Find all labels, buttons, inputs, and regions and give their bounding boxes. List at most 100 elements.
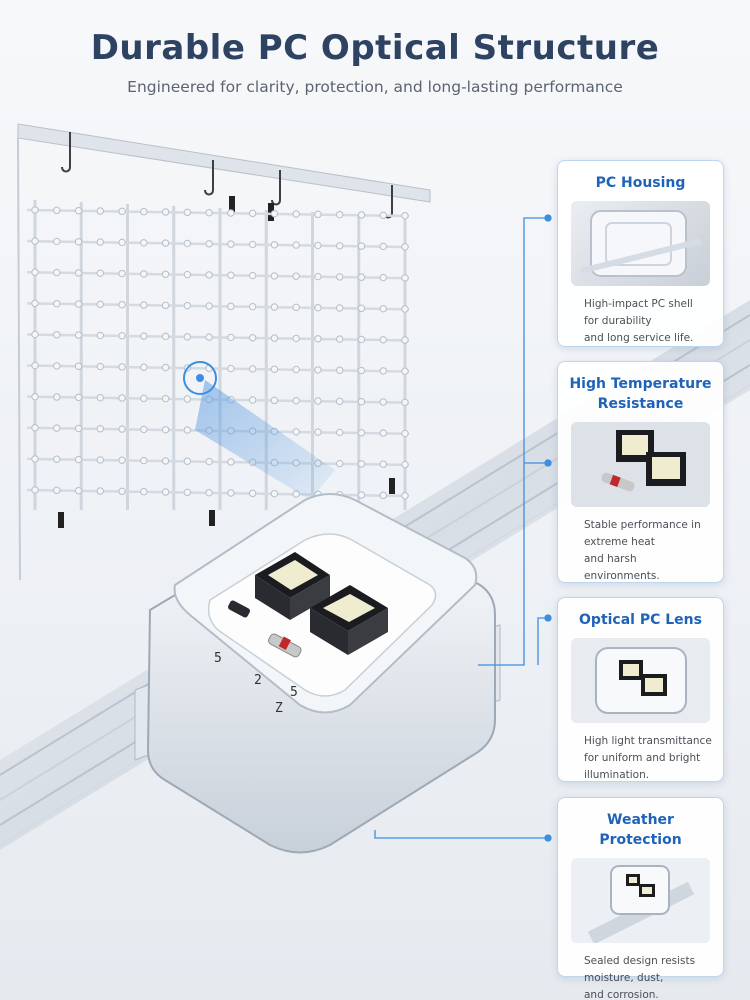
grid-led-node xyxy=(248,489,257,498)
grid-led-node xyxy=(183,426,192,434)
grid-led-node xyxy=(292,210,300,218)
grid-led-node xyxy=(96,393,104,402)
grid-led-node xyxy=(74,424,83,433)
grid-led-node xyxy=(336,304,344,312)
grid-led-node xyxy=(336,335,344,343)
feature-card-high-temperature: High Temperature Resistance Stable perfo… xyxy=(557,361,724,583)
grid-led-node xyxy=(357,460,366,468)
grid-led-node xyxy=(336,397,344,406)
grid-led-node xyxy=(336,459,344,468)
grid-horizontal-strand xyxy=(26,333,410,342)
grid-led-node xyxy=(183,457,192,465)
grid-led-node xyxy=(292,241,300,249)
grid-led-node xyxy=(140,207,148,216)
grid-led-node xyxy=(96,238,104,246)
grid-led-node xyxy=(270,334,279,342)
grid-led-node xyxy=(292,428,300,436)
feature-description: Sealed design resists moisture, dust, an… xyxy=(584,955,696,1000)
grid-led-node xyxy=(183,208,192,217)
grid-led-node xyxy=(270,396,279,405)
grid-led-node xyxy=(161,394,170,403)
pc-housing-closeup-icon xyxy=(571,201,710,286)
grid-led-node xyxy=(205,488,213,497)
grid-led-node xyxy=(357,211,366,219)
grid-led-node xyxy=(227,209,235,217)
grid-led-node xyxy=(161,301,170,310)
grid-led-node xyxy=(31,206,39,214)
grid-led-node xyxy=(270,272,279,280)
grid-led-node xyxy=(314,428,322,436)
grid-led-node xyxy=(118,207,126,216)
grid-led-node xyxy=(205,302,213,310)
feature-title: Optical PC Lens xyxy=(579,612,702,628)
grid-led-node xyxy=(379,304,387,313)
feature-description: Stable performance in extreme heat and h… xyxy=(584,519,701,582)
grid-led-node xyxy=(357,304,366,313)
feature-description: High-impact PC shell for durability and … xyxy=(584,298,694,344)
grid-led-node xyxy=(183,270,192,279)
led-grid-curtain xyxy=(26,200,410,510)
grid-led-node xyxy=(74,300,83,308)
feature-card-optical-lens: Optical PC Lens High light transmittance… xyxy=(557,597,724,782)
grid-led-node xyxy=(118,456,126,464)
grid-led-node xyxy=(314,366,322,374)
grid-led-node xyxy=(53,393,61,401)
grid-led-node xyxy=(379,336,387,344)
grid-led-node xyxy=(401,336,409,344)
grid-led-node xyxy=(96,425,104,433)
grid-led-node xyxy=(118,332,126,340)
grid-led-node xyxy=(74,269,83,277)
grid-led-node xyxy=(248,240,257,249)
grid-led-node xyxy=(248,271,257,280)
pin-label-4: 5 xyxy=(290,685,298,700)
grid-led-node xyxy=(161,426,170,434)
grid-led-node xyxy=(379,491,387,500)
grid-led-node xyxy=(379,242,387,251)
grid-led-node xyxy=(53,331,61,339)
grid-horizontal-strand xyxy=(26,208,410,218)
grid-led-node xyxy=(336,210,344,219)
grid-led-node xyxy=(140,301,148,309)
led-chip-left xyxy=(255,552,330,620)
grid-led-node xyxy=(248,365,257,373)
grid-led-node xyxy=(314,335,322,343)
grid-led-node xyxy=(53,424,61,432)
grid-led-node xyxy=(227,240,235,248)
grid-led-node xyxy=(118,425,126,433)
grid-led-node xyxy=(183,488,192,497)
grid-led-node xyxy=(140,270,148,278)
grid-led-node xyxy=(379,398,387,406)
grid-led-node xyxy=(118,363,126,371)
mounting-rail xyxy=(17,123,431,581)
grid-led-node xyxy=(74,362,83,370)
grid-led-node xyxy=(379,429,387,437)
grid-led-node xyxy=(161,457,170,465)
grid-led-node xyxy=(96,456,104,464)
grid-led-node xyxy=(227,364,235,373)
grid-led-node xyxy=(379,367,387,375)
grid-led-node xyxy=(118,300,126,309)
grid-led-node xyxy=(118,238,126,247)
grid-led-node xyxy=(227,333,235,342)
grid-led-node xyxy=(270,489,279,498)
grid-horizontal-strand xyxy=(26,302,410,311)
grid-led-node xyxy=(357,273,366,281)
grid-led-node xyxy=(140,425,148,434)
grid-led-node xyxy=(31,299,39,308)
grid-led-node xyxy=(183,239,192,248)
grid-led-node xyxy=(314,241,322,250)
grid-led-node xyxy=(31,361,39,370)
grid-led-node xyxy=(183,301,192,310)
grid-led-node xyxy=(401,274,409,282)
pin-label-3: Z xyxy=(275,701,283,716)
grid-led-node xyxy=(401,398,409,407)
feature-title: Weather Protection xyxy=(599,812,682,848)
feature-card-pc-housing: PC Housing High-impact PC shell for dura… xyxy=(557,160,724,347)
grid-led-node xyxy=(96,269,104,277)
led-chip-closeup-icon xyxy=(571,422,710,507)
feature-title: PC Housing xyxy=(595,175,686,191)
hanging-hooks xyxy=(58,132,395,528)
callout-connectors xyxy=(374,214,552,842)
grid-led-node xyxy=(161,239,170,247)
grid-horizontal-strand xyxy=(26,364,410,373)
